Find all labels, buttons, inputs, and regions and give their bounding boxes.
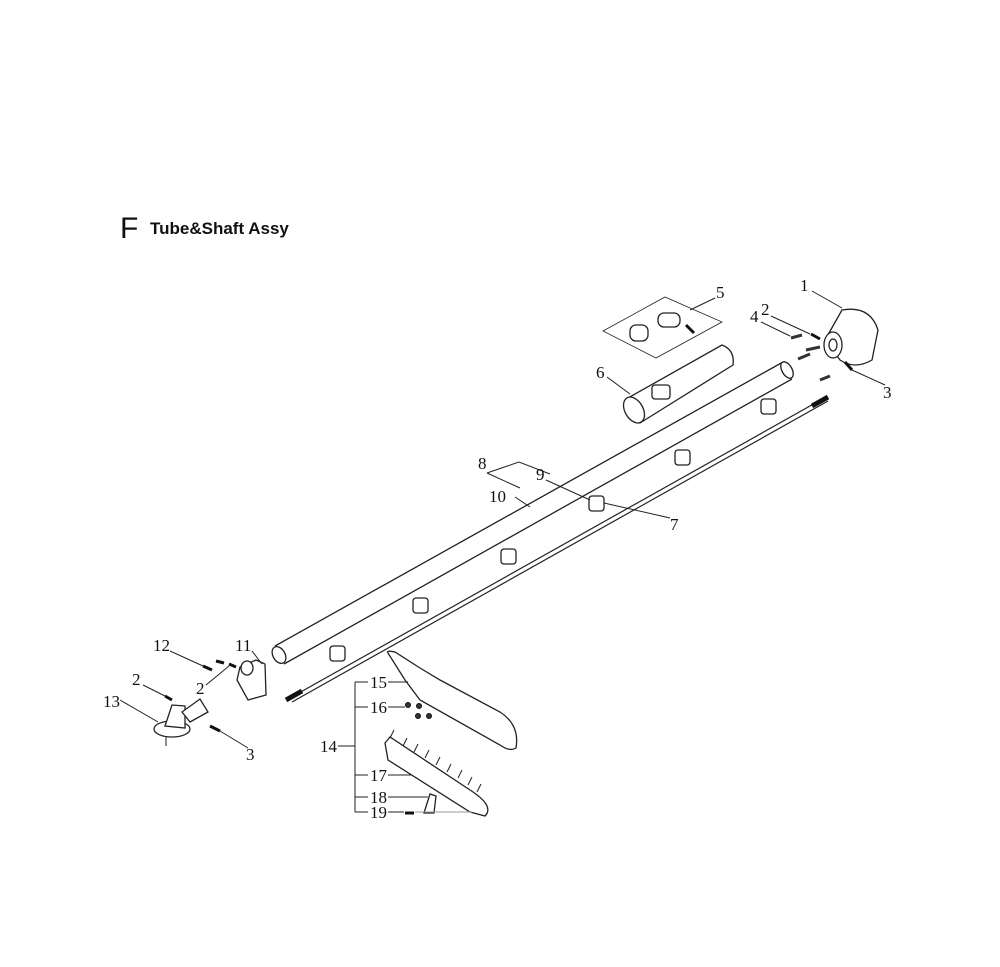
leader-lines	[119, 290, 886, 813]
handle-upper	[387, 650, 518, 751]
callout-18: 18	[370, 788, 387, 807]
bushing	[412, 597, 429, 614]
callout-4: 4	[750, 307, 759, 326]
callout-2: 2	[761, 300, 770, 319]
gear-head	[153, 698, 209, 746]
callout-3-gearhead: 3	[246, 745, 255, 764]
section-letter: F	[120, 212, 138, 245]
callout-13: 13	[103, 692, 120, 711]
bushing	[760, 398, 777, 415]
drive-shaft	[284, 394, 830, 703]
clamp-kit	[602, 296, 723, 359]
callout-9: 9	[536, 465, 545, 484]
callout-10: 10	[489, 487, 506, 506]
handle-plate	[423, 793, 437, 814]
bushing	[329, 645, 346, 662]
handle-screws	[405, 702, 432, 719]
handle-lower	[384, 729, 489, 817]
callout-19: 19	[370, 803, 387, 822]
screws-bracket	[164, 659, 237, 733]
bushing	[674, 449, 691, 466]
callout-12: 12	[153, 636, 170, 655]
callout-17: 17	[370, 766, 388, 785]
callout-5: 5	[716, 283, 725, 302]
tube-bracket	[236, 659, 267, 701]
screws-top	[790, 332, 854, 382]
shaft-bushings	[329, 398, 777, 662]
callout-6: 6	[596, 363, 605, 382]
callout-labels: 1 2 4 3 5 6 7 8 9 10 11 12 2 2 13 3 14 1…	[103, 276, 892, 822]
callout-8: 8	[478, 454, 487, 473]
diagram-title: Tube&Shaft Assy	[150, 219, 289, 238]
callout-15: 15	[370, 673, 387, 692]
bushing	[500, 548, 517, 565]
handle-grip-tube	[622, 344, 734, 424]
callout-7: 7	[670, 515, 679, 534]
callout-16: 16	[370, 698, 387, 717]
callout-14: 14	[320, 737, 338, 756]
callout-1: 1	[800, 276, 809, 295]
engine-housing	[823, 308, 879, 366]
callout-11: 11	[235, 636, 251, 655]
bushing	[588, 495, 605, 512]
main-tube	[271, 361, 794, 665]
callout-3: 3	[883, 383, 892, 402]
callout-2-bracket: 2	[196, 679, 205, 698]
callout-2-gearhead: 2	[132, 670, 141, 689]
